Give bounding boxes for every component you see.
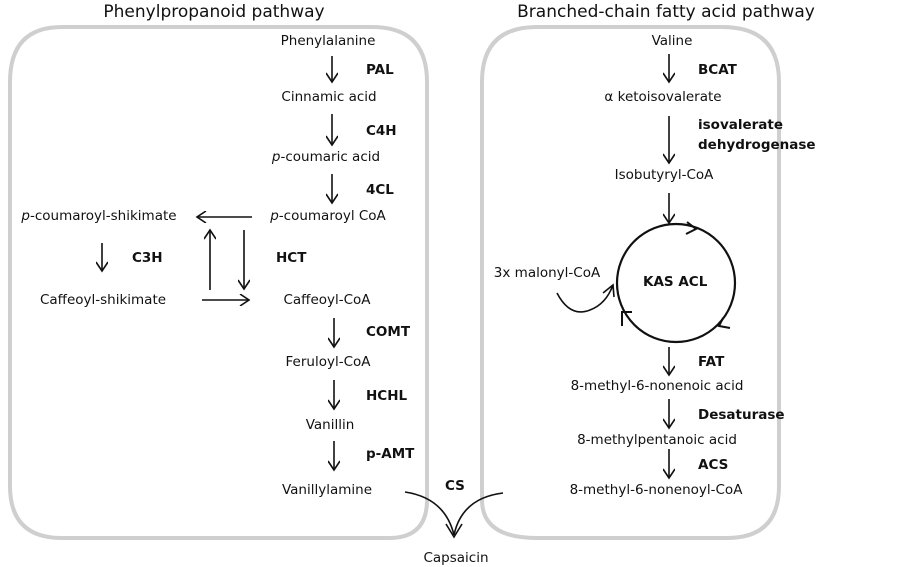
- compound-valine: Valine: [651, 33, 693, 49]
- cs-arrow-right: [453, 492, 504, 536]
- enzyme-comt: COMT: [366, 324, 411, 340]
- bcfa-title: Branched-chain fatty acid pathway: [517, 2, 815, 22]
- compound-alpha-ketoisovalerate: α ketoisovalerate: [604, 89, 722, 105]
- italic-prefix: p: [21, 208, 30, 224]
- phenylpropanoid-panel: [8, 25, 429, 540]
- compound-malonyl-coa: 3x malonyl-CoA: [493, 265, 601, 281]
- cycle-arrowhead-right: [717, 317, 731, 329]
- phenylpropanoid-title: Phenylpropanoid pathway: [103, 2, 325, 22]
- malonyl-coa-arrow: [556, 284, 614, 313]
- malonyl-arrowhead: [602, 283, 615, 298]
- italic-prefix: p: [271, 149, 281, 165]
- enzyme-cs: CS: [445, 478, 465, 494]
- bcfa-panel: [480, 25, 781, 540]
- compound-phenylalanine: Phenylalanine: [280, 33, 376, 49]
- cs-arrow-left: [404, 491, 455, 536]
- compound-isobutyryl-coa: Isobutyryl-CoA: [614, 167, 714, 183]
- enzyme-p-amt: p-AMT: [366, 446, 415, 462]
- compound-8-methylpentanoic-acid: 8-methylpentanoic acid: [577, 432, 737, 448]
- compound-caffeoyl-shikimate: Caffeoyl-shikimate: [39, 292, 167, 308]
- compound-vanillylamine: Vanillylamine: [281, 482, 373, 498]
- compound-p-coumaric-acid: p-coumaric acid: [272, 149, 380, 165]
- compound-p-coumaroyl-coa: p-coumaroyl CoA: [270, 208, 386, 224]
- cycle-arrowhead-left: [621, 311, 632, 326]
- compound-name: -coumaroyl-shikimate: [29, 208, 177, 224]
- cs-arrowhead: [445, 523, 463, 539]
- compound-8-methyl-6-nonenoic-acid: 8-methyl-6-nonenoic acid: [570, 378, 744, 394]
- compound-cinnamic-acid: Cinnamic acid: [281, 89, 377, 105]
- enzyme-pal: PAL: [366, 62, 394, 78]
- cycle-arrowhead-top: [685, 221, 698, 235]
- compound-feruloyl-coa: Feruloyl-CoA: [285, 354, 371, 370]
- enzyme-desaturase: Desaturase: [698, 407, 785, 423]
- enzyme-hct: HCT: [276, 250, 307, 266]
- enzyme-c3h: C3H: [132, 250, 163, 266]
- enzyme-isovalerate-dehydrogenase-line1: isovalerate: [698, 117, 784, 133]
- compound-name: -coumaric acid: [280, 149, 381, 165]
- enzyme-isovalerate-dehydrogenase-line2: dehydrogenase: [698, 137, 816, 153]
- enzyme-4cl: 4CL: [366, 182, 394, 198]
- product-capsaicin: Capsaicin: [423, 550, 489, 566]
- compound-8-methyl-6-nonenoyl-coa: 8-methyl-6-nonenoyl-CoA: [569, 482, 743, 498]
- enzyme-acs: ACS: [698, 457, 729, 473]
- enzyme-bcat: BCAT: [698, 62, 737, 78]
- enzyme-c4h: C4H: [366, 123, 397, 139]
- enzyme-hchl: HCHL: [366, 388, 408, 404]
- enzyme-fat: FAT: [698, 354, 725, 370]
- compound-vanillin: Vanillin: [305, 417, 355, 433]
- compound-name: -coumaroyl CoA: [278, 208, 386, 224]
- enzyme-kas-acl: KAS ACL: [643, 274, 708, 290]
- compound-p-coumaroyl-shikimate: p-coumaroyl-shikimate: [21, 208, 176, 224]
- compound-caffeoyl-coa: Caffeoyl-CoA: [283, 292, 371, 308]
- italic-prefix: p: [270, 208, 279, 224]
- kas-acl-cycle: [615, 222, 737, 344]
